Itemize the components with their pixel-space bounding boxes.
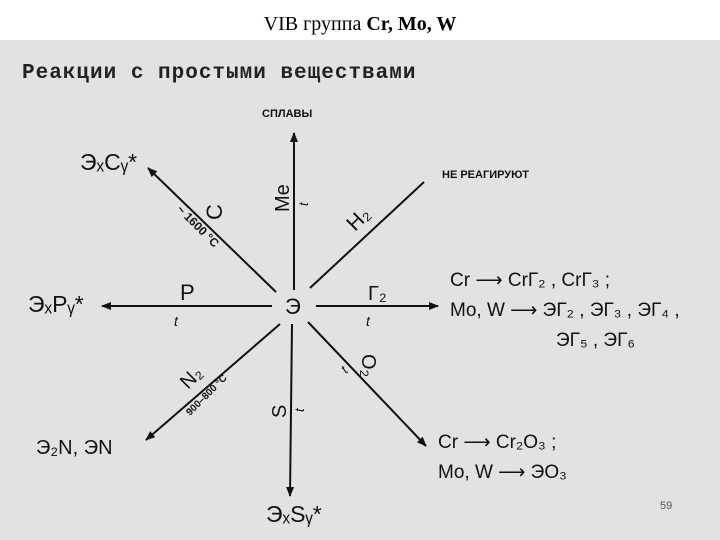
- title-prefix: VIB группа: [263, 13, 362, 35]
- bottom-reagent: S: [269, 405, 291, 418]
- oxygen-mow-products: Mo, W ⟶ ЭО₃: [438, 462, 567, 483]
- top-condition: t: [296, 201, 311, 206]
- halogen-mow-products-1: Mo, W ⟶ ЭГ₂ , ЭГ₃ , ЭГ₄ ,: [450, 300, 680, 321]
- bottom-right-condition: t: [338, 362, 352, 376]
- arrow-down-left: [145, 323, 281, 441]
- left-reagent: P: [180, 280, 195, 305]
- top-left-reagent: C: [202, 204, 227, 220]
- oxygen-cr-products: Cr ⟶ Cr₂O₃ ;: [438, 432, 556, 453]
- bottom-left-product: Э₂N, ЭN: [36, 437, 113, 459]
- right-reagent: Г₂: [368, 283, 387, 305]
- top-product-label: сплавы: [262, 108, 312, 120]
- left-product: ЭₓPᵧ*: [28, 291, 84, 317]
- left-condition: t: [174, 313, 179, 329]
- bottom-condition: t: [292, 407, 307, 412]
- halogen-cr-products: Cr ⟶ CrГ₂ , CrГ₃ ;: [450, 270, 610, 291]
- top-left-product: ЭₓCᵧ*: [80, 149, 137, 175]
- scanned-diagram-panel: [0, 40, 720, 540]
- subtitle: Реакции с простыми веществами: [22, 62, 416, 85]
- page-number: 59: [660, 500, 673, 512]
- bottom-left-reagent: N₂: [176, 362, 207, 393]
- right-condition: t: [366, 313, 371, 329]
- arrow-down: [286, 323, 295, 497]
- top-reagent: Me: [272, 184, 294, 212]
- top-right-reagent: H₂: [342, 203, 375, 236]
- line-up-right: [309, 181, 425, 289]
- arrow-up-left: [147, 167, 277, 293]
- bottom-right-reagent: O₂: [357, 354, 379, 377]
- title-elements: Cr, Mo, W: [366, 13, 457, 35]
- top-right-result: не реагируют: [442, 169, 529, 181]
- center-symbol: Э: [285, 294, 301, 319]
- arrow-down-right: [307, 321, 427, 447]
- halogen-mow-products-2: ЭГ₅ , ЭГ₆: [556, 330, 635, 351]
- slide-title: VIB группа Cr, Mo, W: [0, 8, 720, 40]
- bottom-product: ЭₓSᵧ*: [266, 501, 322, 527]
